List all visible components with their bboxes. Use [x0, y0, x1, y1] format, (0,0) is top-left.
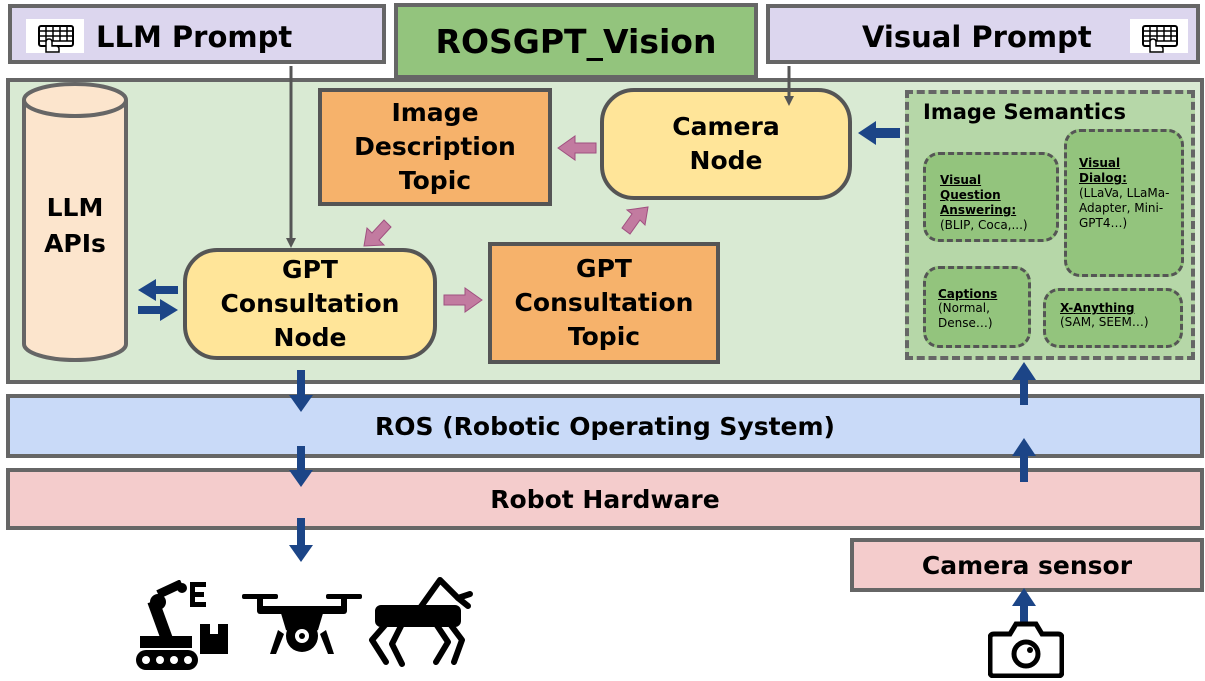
captions-heading: Captions [938, 287, 998, 301]
image-semantics-area: Image Semantics Visual Question Answerin… [905, 90, 1195, 360]
image-description-topic: Image Description Topic [318, 88, 552, 206]
vqa-box: Visual Question Answering: (BLIP, Coca,.… [923, 152, 1059, 242]
flow-arrow-camera-to-description [557, 135, 597, 161]
semantics-to-camera-arrow [858, 121, 900, 145]
robot-hardware-label: Robot Hardware [490, 484, 720, 514]
gpt-consultation-node: GPT Consultation Node [183, 248, 437, 360]
llm-apis-label: LLM APIs [44, 193, 106, 258]
apis-to-llm-arrow [138, 299, 178, 321]
x-anything-box: X-Anything (SAM, SEEM…) [1043, 288, 1183, 348]
camera-sensor-label: Camera sensor [921, 550, 1133, 580]
keyboard-hand-icon [1130, 19, 1188, 53]
x-anything-heading: X-Anything [1060, 301, 1135, 315]
llm-prompt-box: LLM Prompt [8, 4, 386, 64]
down-arrow-ros-to-hardware [289, 446, 313, 487]
down-arrow-node-to-ros [289, 370, 313, 412]
flow-arrow-topic-to-camera [621, 206, 649, 235]
llm-to-apis-arrow [138, 279, 178, 301]
down-arrow-hardware-to-robots [289, 518, 313, 562]
camera-sensor-box: Camera sensor [850, 538, 1204, 592]
visual-prompt-label: Visual Prompt [862, 20, 1092, 54]
robot-dog-icon [369, 577, 473, 667]
title-box: ROSGPT_Vision [394, 3, 758, 79]
captions-box: Captions (Normal, Dense…) [923, 266, 1031, 348]
camera-node-label: Camera Node [672, 112, 780, 175]
camera-icon [988, 621, 1064, 678]
ros-layer: ROS (Robotic Operating System) [6, 394, 1204, 458]
x-anything-body: (SAM, SEEM…) [1060, 315, 1149, 329]
image-description-topic-label: Image Description Topic [354, 98, 516, 195]
visual-dialog-box: Visual Dialog: (LLaVa, LLaMa-Adapter, Mi… [1064, 129, 1184, 277]
page-title: ROSGPT_Vision [435, 21, 717, 61]
camera-node: Camera Node [600, 88, 852, 200]
visual-prompt-box: Visual Prompt [766, 4, 1200, 64]
drone-icon [242, 594, 362, 654]
robot-hardware-layer: Robot Hardware [6, 468, 1204, 530]
captions-body: (Normal, Dense…) [938, 301, 993, 330]
up-arrow-hardware-to-ros [1012, 438, 1036, 482]
image-semantics-title: Image Semantics [923, 100, 1127, 124]
keyboard-hand-icon [26, 19, 84, 53]
up-arrow-ros-to-semantics [1012, 362, 1036, 405]
gpt-consultation-topic-label: GPT Consultation Topic [514, 254, 694, 351]
gpt-consultation-topic: GPT Consultation Topic [488, 242, 720, 364]
up-arrow-camera-to-sensor [1012, 588, 1036, 625]
visual-dialog-body: (LLaVa, LLaMa-Adapter, Mini-GPT4…) [1079, 186, 1170, 230]
llm-apis-cylinder [22, 82, 128, 362]
ros-label: ROS (Robotic Operating System) [375, 411, 835, 441]
robot-arm-tank-icon [136, 580, 228, 670]
llm-prompt-label: LLM Prompt [96, 20, 293, 54]
vqa-body: (BLIP, Coca,...) [940, 218, 1028, 232]
visual-dialog-heading: Visual Dialog: [1079, 156, 1127, 185]
vqa-heading: Visual Question Answering: [940, 173, 1017, 217]
gpt-consultation-node-label: GPT Consultation Node [220, 255, 400, 352]
flow-arrow-node-to-topic [443, 287, 483, 313]
flow-arrow-description-to-gpt-node [363, 219, 392, 247]
